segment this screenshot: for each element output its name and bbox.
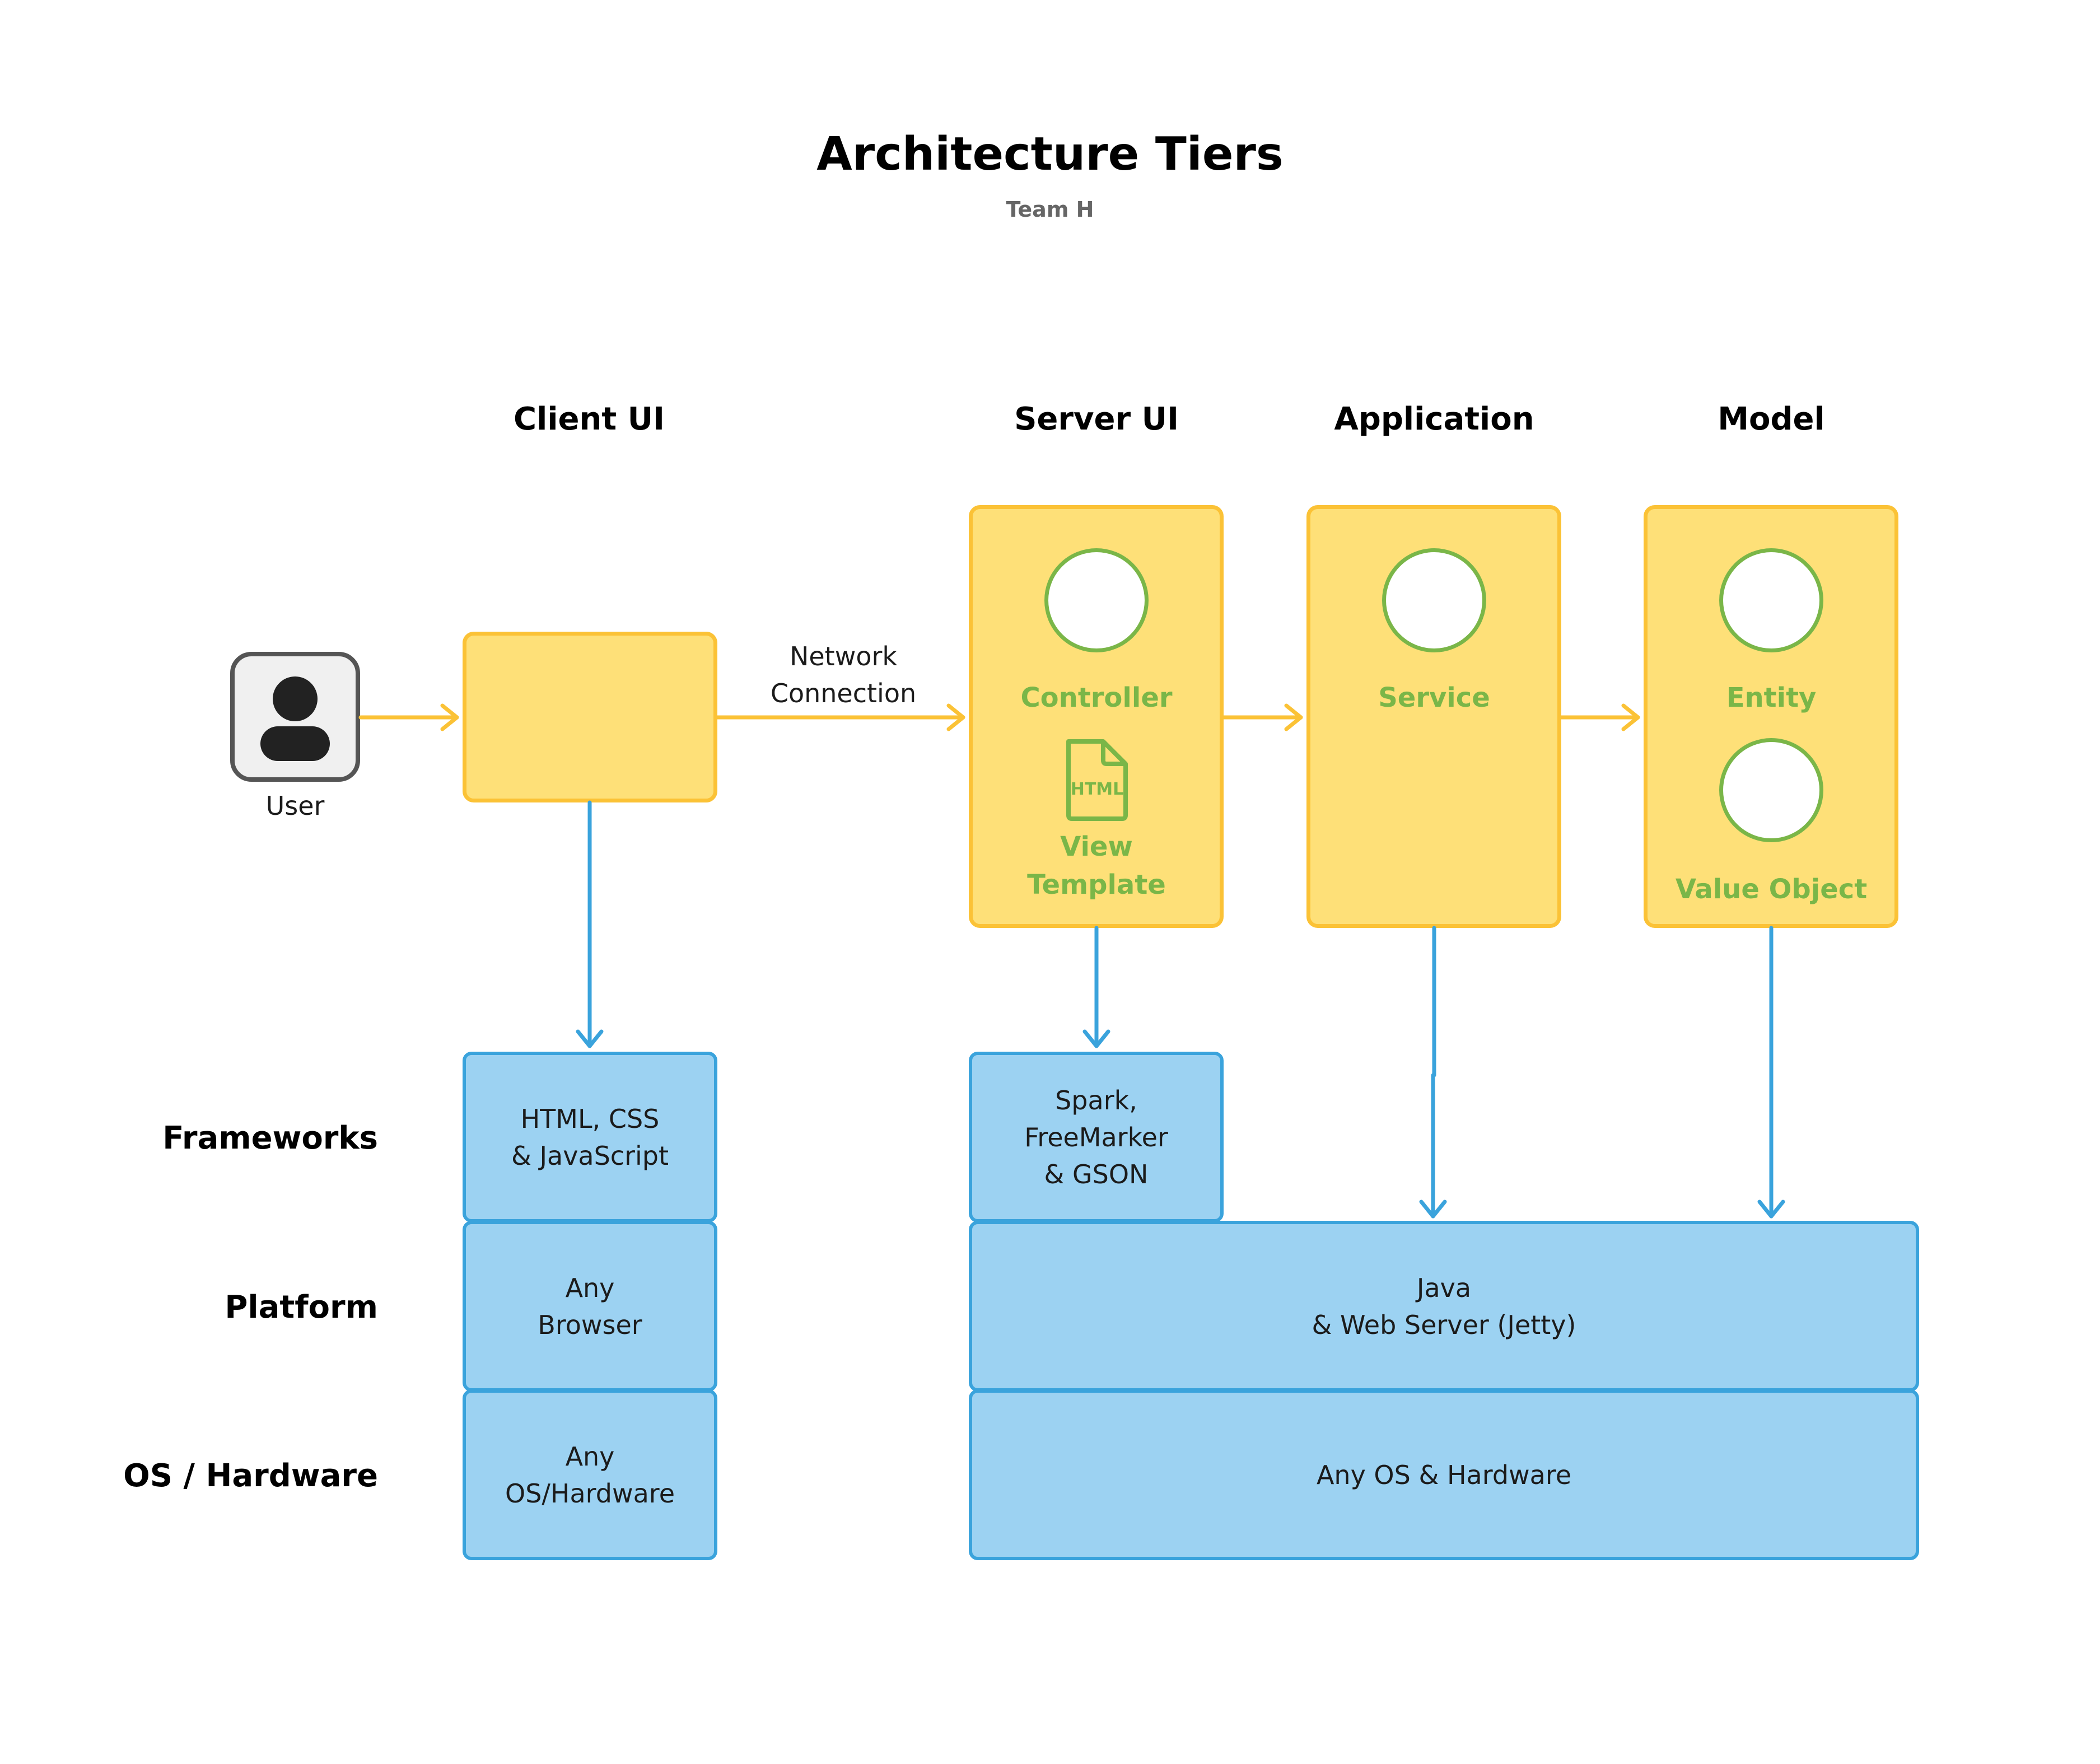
- user-to-client-arrow: [358, 703, 459, 731]
- view-template-label: View Template: [1027, 831, 1166, 900]
- client-os-text: Any OS/Hardware: [505, 1441, 675, 1509]
- html-file-icon: HTML: [1066, 739, 1128, 821]
- client-platform-box: Any Browser: [463, 1221, 717, 1392]
- row-header-os-hardware: OS / Hardware: [123, 1458, 378, 1494]
- server-frameworks-text: Spark, FreeMarker & GSON: [1024, 1085, 1168, 1189]
- service-circle: [1382, 548, 1486, 652]
- application-to-platform-arrow: [1419, 926, 1447, 1219]
- value-object-circle: [1719, 738, 1823, 842]
- page-subtitle: Team H: [1006, 197, 1094, 222]
- html-file-icon-text: HTML: [1071, 780, 1124, 799]
- row-header-platform: Platform: [225, 1289, 378, 1326]
- client-to-frameworks-arrow: [576, 800, 604, 1048]
- user-label: User: [265, 791, 325, 821]
- column-header-server-ui: Server UI: [1014, 401, 1179, 437]
- user-icon: [230, 651, 361, 782]
- service-to-model-arrow: [1559, 703, 1640, 731]
- entity-label: Entity: [1726, 682, 1817, 713]
- server-platform-box: Java & Web Server (Jetty): [969, 1221, 1919, 1392]
- column-header-application: Application: [1334, 401, 1534, 437]
- server-frameworks-box: Spark, FreeMarker & GSON: [969, 1052, 1224, 1222]
- client-frameworks-text: HTML, CSS & JavaScript: [511, 1103, 669, 1171]
- service-label: Service: [1378, 682, 1490, 713]
- server-ui-to-frameworks-arrow: [1082, 926, 1110, 1048]
- model-to-platform-arrow: [1757, 926, 1785, 1219]
- column-header-model: Model: [1718, 401, 1825, 437]
- entity-circle: [1719, 548, 1823, 652]
- server-platform-text: Java & Web Server (Jetty): [1312, 1272, 1576, 1340]
- client-to-controller-arrow: [715, 703, 965, 731]
- page-title: Architecture Tiers: [816, 128, 1284, 181]
- client-platform-text: Any Browser: [538, 1272, 642, 1340]
- value-object-label: Value Object: [1675, 874, 1868, 905]
- controller-to-service-arrow: [1221, 703, 1303, 731]
- server-os-box: Any OS & Hardware: [969, 1389, 1919, 1560]
- client-os-box: Any OS/Hardware: [463, 1389, 717, 1560]
- controller-circle: [1044, 548, 1149, 652]
- server-os-text: Any OS & Hardware: [1316, 1459, 1572, 1490]
- network-connection-label: Network Connection: [770, 641, 917, 708]
- column-header-client-ui: Client UI: [514, 401, 665, 437]
- row-header-frameworks: Frameworks: [162, 1120, 378, 1156]
- client-ui-box: [463, 632, 717, 802]
- controller-label: Controller: [1020, 682, 1173, 713]
